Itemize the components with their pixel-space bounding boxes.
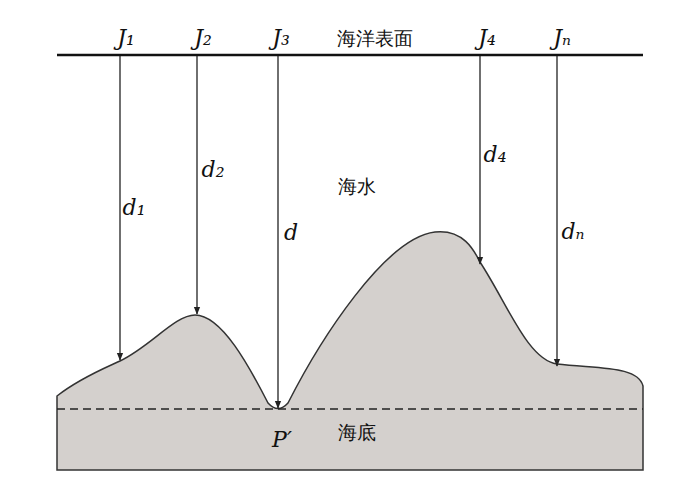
region-label: 海洋表面 bbox=[337, 28, 413, 49]
reference-dashed-line bbox=[57, 408, 643, 410]
depth-label: d₄ bbox=[484, 143, 507, 167]
depth-label: d₁ bbox=[123, 196, 146, 220]
depth-arrow bbox=[277, 56, 278, 408]
depth-arrow bbox=[479, 56, 480, 264]
point-label: Jₙ bbox=[553, 26, 571, 50]
point-label: J₁ bbox=[117, 26, 135, 50]
depth-label: d bbox=[284, 221, 298, 245]
point-label: P′ bbox=[272, 428, 292, 452]
depth-label: d₂ bbox=[202, 158, 225, 182]
region-label: 海水 bbox=[338, 176, 376, 197]
point-label: J₂ bbox=[194, 26, 212, 50]
region-label: 海底 bbox=[338, 422, 376, 443]
depth-arrow bbox=[196, 56, 197, 314]
depth-arrow bbox=[556, 56, 557, 366]
depth-arrow bbox=[119, 56, 120, 360]
point-label: J₃ bbox=[272, 26, 290, 50]
point-label: J₄ bbox=[478, 26, 496, 50]
depth-label: dₙ bbox=[562, 220, 585, 244]
seafloor-profile bbox=[57, 232, 643, 470]
ocean-surface-line bbox=[57, 54, 643, 57]
